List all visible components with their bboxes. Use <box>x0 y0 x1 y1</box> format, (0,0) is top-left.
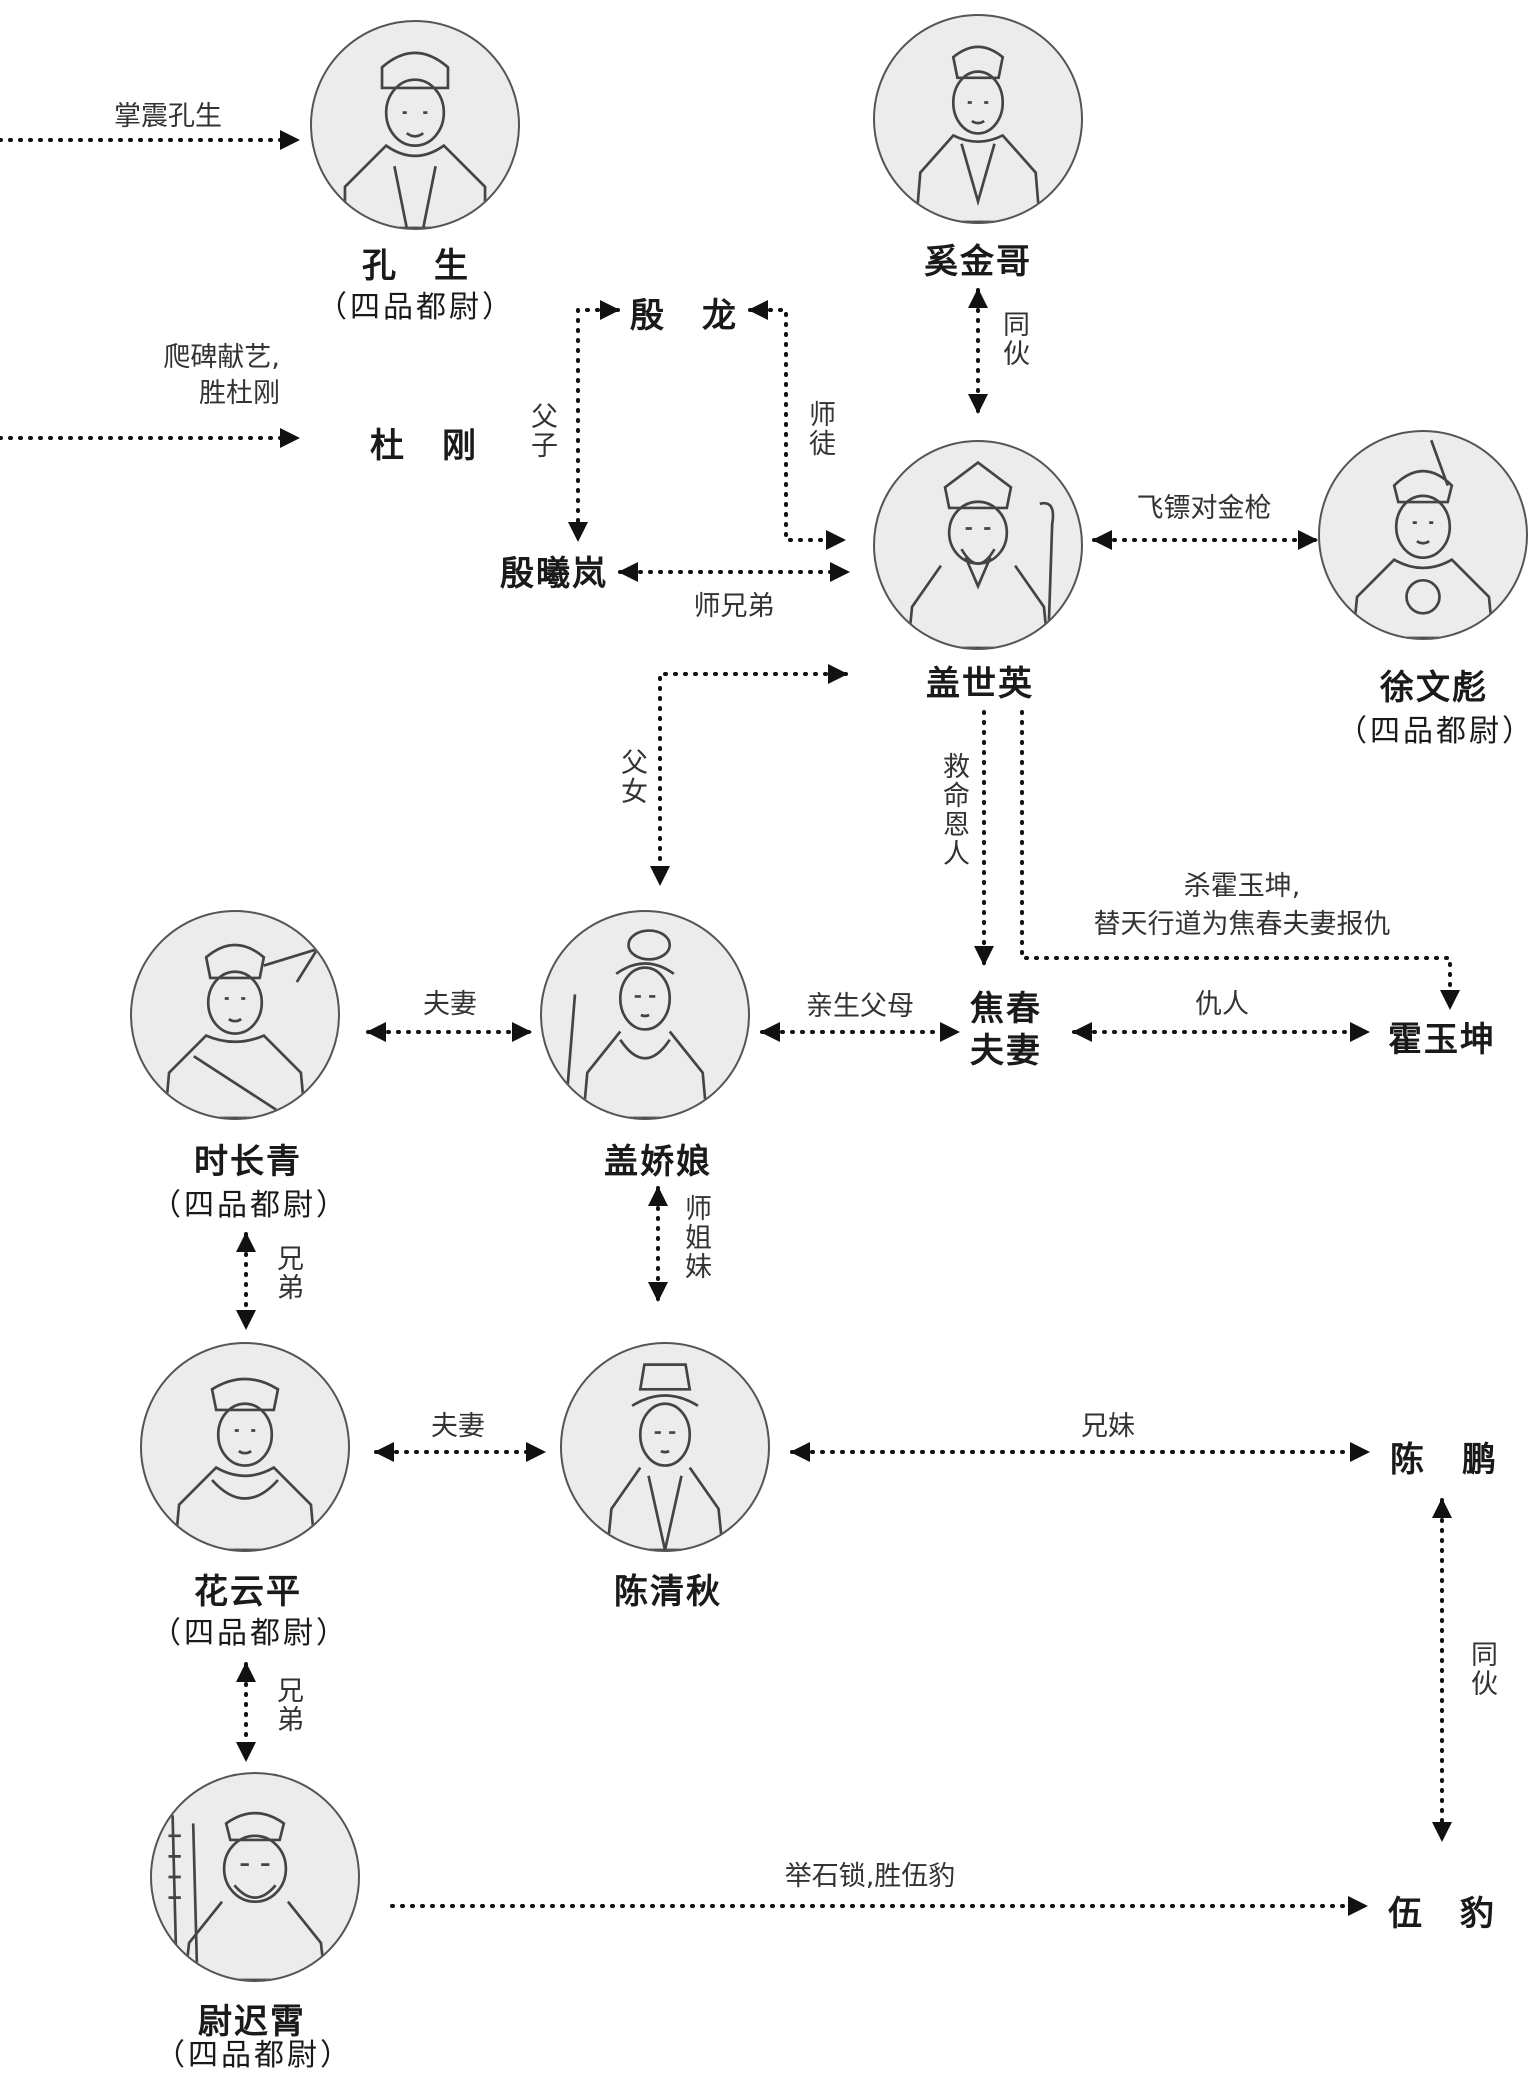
connector-shitu <box>748 300 846 550</box>
figure-illustration <box>914 45 1042 222</box>
title-shi-changqing: （四品都尉） <box>151 1188 349 1223</box>
relation-jiuming: 救命恩人 <box>938 752 969 868</box>
figure-illustration <box>163 943 321 1118</box>
name-hua-yunping: 花云平 <box>194 1572 302 1612</box>
name-kong-sheng: 孔 生 <box>362 246 470 286</box>
name-xi-jinge: 奚金哥 <box>924 242 1032 282</box>
relation-shitu: 师徒 <box>804 400 835 458</box>
connector-funv <box>650 664 848 886</box>
relation-tonghuo-1: 同伙 <box>998 310 1029 368</box>
figure-illustration <box>605 1363 725 1550</box>
relation-xiongdi-2: 兄弟 <box>272 1676 303 1734</box>
name-gai-jiaoniang: 盖娇娘 <box>604 1142 712 1182</box>
portrait-gai-jiaoniang <box>540 910 750 1120</box>
name-wu-bao: 伍 豹 <box>1388 1894 1496 1934</box>
relation-shahuo: 杀霍玉坤, 替天行道为焦春夫妻报仇 <box>1093 871 1391 940</box>
relation-jushi: 举石锁,胜伍豹 <box>784 1861 956 1892</box>
relation-shijiemei: 师姐妹 <box>680 1194 711 1281</box>
title-kong-sheng: （四品都尉） <box>317 290 515 325</box>
relation-funv: 父女 <box>616 748 647 806</box>
figure-illustration <box>343 51 487 228</box>
relation-pabei: 爬碑献艺, 胜杜刚 <box>163 342 280 409</box>
figure-illustration <box>906 460 1055 648</box>
relation-fuzi: 父子 <box>526 402 557 460</box>
relation-zhangzhen: 掌震孔生 <box>114 101 222 132</box>
relation-xiongdi-1: 兄弟 <box>272 1244 303 1302</box>
relation-feibiao: 飞镖对金枪 <box>1136 493 1272 524</box>
portrait-chen-qingqiu <box>560 1342 770 1552</box>
name-huo-yukun: 霍玉坤 <box>1388 1020 1496 1060</box>
title-xu-wenbiao: （四品都尉） <box>1337 714 1535 749</box>
relation-shixiongdi: 师兄弟 <box>693 591 775 622</box>
relation-fuqi-1: 夫妻 <box>423 989 477 1020</box>
figure-illustration <box>1351 439 1495 638</box>
relation-chouren: 仇人 <box>1195 989 1249 1020</box>
figure-illustration <box>173 1377 317 1550</box>
relation-tonghuo-2: 同伙 <box>1466 1640 1497 1698</box>
relation-xiongmei: 兄妹 <box>1081 1411 1135 1442</box>
name-xu-wenbiao: 徐文彪 <box>1380 668 1488 708</box>
name-wei-chixiao: 尉迟霄 <box>198 2002 306 2042</box>
portrait-xu-wenbiao <box>1318 430 1528 640</box>
name-shi-changqing: 时长青 <box>194 1142 302 1182</box>
connector-shahuo <box>1020 710 1460 1010</box>
figure-illustration <box>168 1811 327 1980</box>
relation-fuqi-2: 夫妻 <box>431 1411 485 1442</box>
relation-qinsheng: 亲生父母 <box>806 991 914 1022</box>
title-wei-chixiao: （四品都尉） <box>155 2038 353 2073</box>
name-chen-peng: 陈 鹏 <box>1390 1440 1498 1480</box>
connector-fuzi <box>568 300 620 542</box>
portrait-xi-jinge <box>873 14 1083 224</box>
figure-illustration <box>565 929 709 1118</box>
name-chen-qingqiu: 陈清秋 <box>614 1572 722 1612</box>
portrait-kong-sheng <box>310 20 520 230</box>
name-yin-long: 殷 龙 <box>630 296 738 336</box>
portrait-gai-shiying <box>873 440 1083 650</box>
portrait-wei-chixiao <box>150 1772 360 1982</box>
portrait-hua-yunping <box>140 1342 350 1552</box>
name-yin-xilan: 殷曦岚 <box>500 554 608 594</box>
name-du-gang: 杜 刚 <box>370 426 478 466</box>
portrait-shi-changqing <box>130 910 340 1120</box>
name-jiao-chun: 焦春 夫妻 <box>970 989 1042 1071</box>
title-hua-yunping: （四品都尉） <box>151 1616 349 1651</box>
name-gai-shiying: 盖世英 <box>926 664 1034 704</box>
